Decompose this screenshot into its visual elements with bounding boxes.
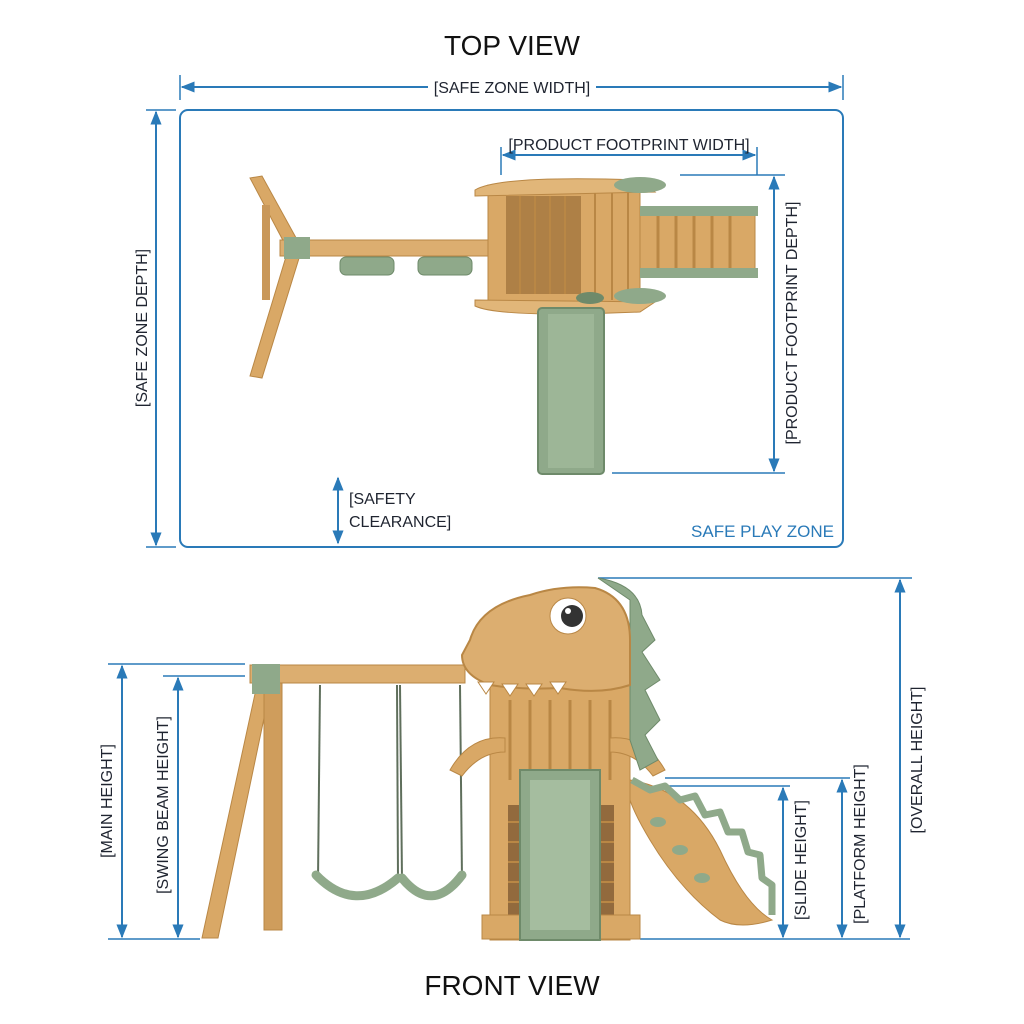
platform-height-dimension: [PLATFORM HEIGHT] <box>665 764 869 939</box>
product-footprint-depth-label: [PRODUCT FOOTPRINT DEPTH] <box>784 202 801 445</box>
product-footprint-width-dimension: [PRODUCT FOOTPRINT WIDTH] <box>500 137 758 175</box>
swing-beam-height-dimension: [SWING BEAM HEIGHT] <box>155 675 245 939</box>
safety-clearance-label-line1: [SAFETY <box>349 491 416 508</box>
safe-zone-width-dimension: [SAFE ZONE WIDTH] <box>179 75 844 100</box>
safe-zone-depth-label: [SAFE ZONE DEPTH] <box>134 249 151 407</box>
safety-clearance-dimension: [SAFETY CLEARANCE] <box>332 476 451 545</box>
front-view-title: FRONT VIEW <box>424 970 600 1001</box>
swing-beam-height-label: [SWING BEAM HEIGHT] <box>155 716 172 894</box>
safe-play-zone-label: SAFE PLAY ZONE <box>691 522 834 541</box>
playset-front-view-illustration <box>201 577 776 941</box>
top-view-title: TOP VIEW <box>444 30 580 61</box>
playset-top-view-illustration <box>249 175 758 475</box>
platform-height-label: [PLATFORM HEIGHT] <box>852 764 869 924</box>
main-height-label: [MAIN HEIGHT] <box>99 744 116 858</box>
main-height-dimension: [MAIN HEIGHT] <box>99 663 245 940</box>
slide-height-label: [SLIDE HEIGHT] <box>793 800 810 920</box>
product-footprint-width-label: [PRODUCT FOOTPRINT WIDTH] <box>508 137 749 154</box>
product-footprint-depth-dimension: [PRODUCT FOOTPRINT DEPTH] <box>612 174 801 474</box>
slide-height-dimension: [SLIDE HEIGHT] <box>640 785 910 940</box>
safety-clearance-label-line2: CLEARANCE] <box>349 514 451 531</box>
overall-height-dimension: [OVERALL HEIGHT] <box>598 577 926 939</box>
safe-zone-depth-dimension: [SAFE ZONE DEPTH] <box>134 109 176 548</box>
safe-zone-width-label: [SAFE ZONE WIDTH] <box>434 80 590 97</box>
safe-play-zone-boundary <box>179 109 844 548</box>
overall-height-label: [OVERALL HEIGHT] <box>909 687 926 834</box>
